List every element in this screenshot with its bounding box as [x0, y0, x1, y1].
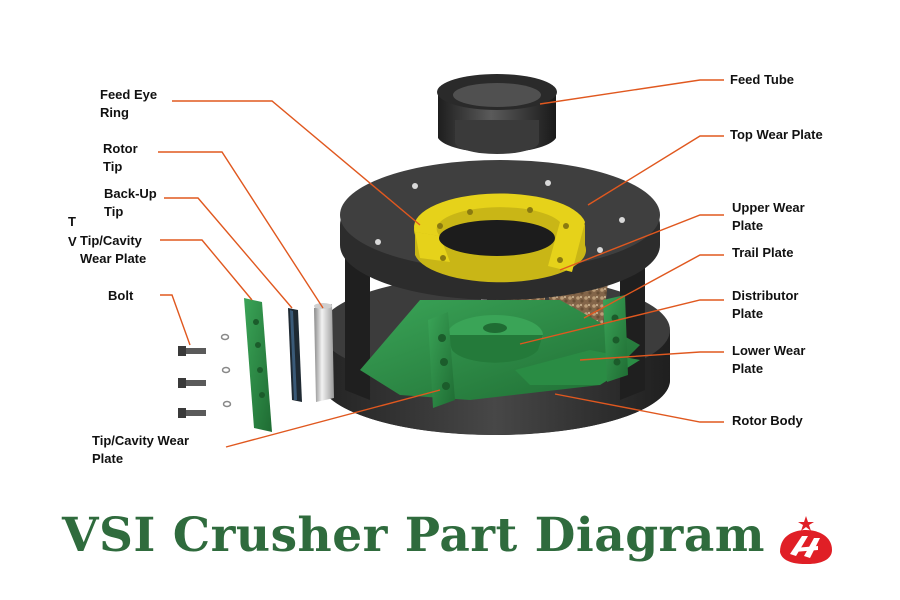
exploded-bolts [178, 346, 206, 418]
exploded-washers [220, 333, 232, 408]
leader-feed-eye-ring [172, 100, 421, 226]
company-logo-icon [780, 516, 832, 564]
leader-distributor-plate [519, 299, 724, 345]
feed-eye-ring-part [413, 193, 587, 283]
text-fragment-v: V [68, 234, 77, 249]
label-top-wear-plate: Top Wear Plate [730, 127, 823, 142]
leader-lower-wear-plate [579, 351, 724, 361]
leader-rotor-body [554, 393, 724, 423]
leader-tip-cavity-wear-plate-lower [225, 389, 441, 448]
label-feed-tube: Feed Tube [730, 72, 795, 87]
exploded-back-up-tip [288, 308, 302, 402]
feed-tube-part [437, 74, 557, 154]
leader-back-up-tip [164, 197, 293, 309]
exploded-tip-cavity-wear-plate [244, 298, 272, 432]
leader-lines [158, 79, 724, 448]
label-bolt: Bolt [108, 288, 134, 303]
exploded-rotor-tip [314, 303, 334, 402]
label-rotor-body: Rotor Body [732, 413, 803, 428]
leader-tip-cavity-wear-plate-upper [160, 239, 253, 301]
label-trail-plate: Trail Plate [732, 245, 794, 260]
leader-feed-tube [539, 79, 724, 105]
leader-rotor-tip [158, 151, 324, 309]
text-fragment-t: T [68, 214, 76, 229]
rotor-tip-plates [428, 295, 628, 408]
page-title: VSI Crusher Part Diagram [62, 508, 766, 563]
leader-bolt [160, 294, 191, 346]
leader-upper-wear-plate [559, 214, 724, 271]
leader-trail-plate [583, 254, 724, 319]
leader-top-wear-plate [587, 135, 724, 206]
